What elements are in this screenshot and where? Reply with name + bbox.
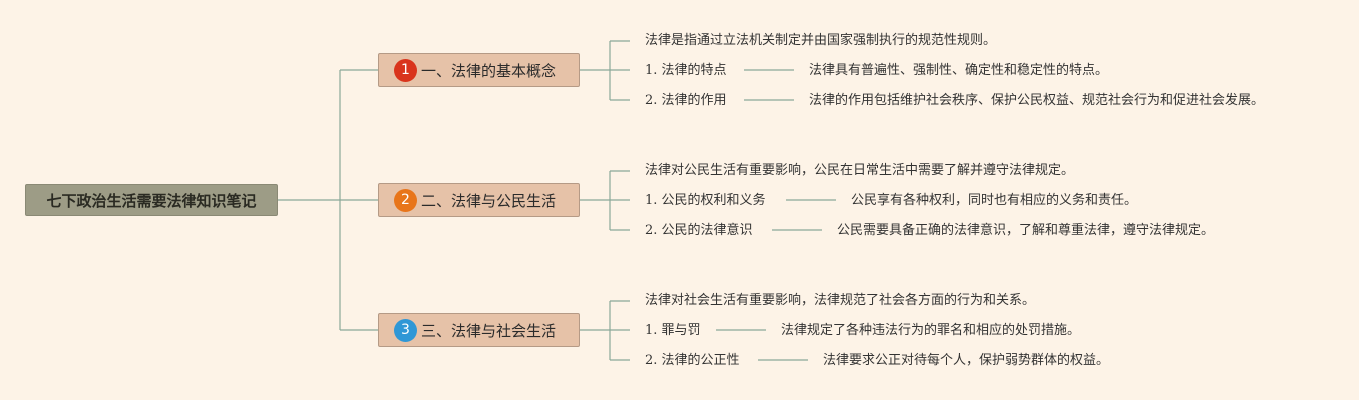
number-badge-2: 2 bbox=[394, 188, 417, 212]
branch-1-item-1-label[interactable]: 1. 法律的特点 bbox=[645, 63, 727, 78]
branch-node-1[interactable]: 1 一、法律的基本概念 bbox=[378, 53, 580, 87]
branch-2-item-2-label[interactable]: 2. 公民的法律意识 bbox=[645, 223, 753, 238]
branch-2-intro[interactable]: 法律对公民生活有重要影响，公民在日常生活中需要了解并遵守法律规定。 bbox=[645, 163, 1075, 178]
branch-2-item-1-detail[interactable]: 公民享有各种权利，同时也有相应的义务和责任。 bbox=[851, 193, 1138, 208]
branch-3-item-2-label[interactable]: 2. 法律的公正性 bbox=[645, 353, 740, 368]
branch-3-item-1-label[interactable]: 1. 罪与罚 bbox=[645, 323, 701, 338]
branch-3-item-2-detail[interactable]: 法律要求公正对待每个人，保护弱势群体的权益。 bbox=[823, 353, 1110, 368]
branch-label-2: 二、法律与公民生活 bbox=[421, 191, 557, 210]
number-badge-1: 1 bbox=[394, 58, 417, 82]
branch-3-item-1-detail[interactable]: 法律规定了各种违法行为的罪名和相应的处罚措施。 bbox=[781, 323, 1081, 338]
root-label: 七下政治生活需要法律知识笔记 bbox=[46, 191, 257, 210]
branch-node-2[interactable]: 2 二、法律与公民生活 bbox=[378, 183, 580, 217]
branch-label-3: 三、法律与社会生活 bbox=[421, 321, 557, 340]
branch-1-item-2-detail[interactable]: 法律的作用包括维护社会秩序、保护公民权益、规范社会行为和促进社会发展。 bbox=[809, 93, 1265, 108]
branch-1-item-1-detail[interactable]: 法律具有普遍性、强制性、确定性和稳定性的特点。 bbox=[809, 63, 1109, 78]
branch-node-3[interactable]: 3 三、法律与社会生活 bbox=[378, 313, 580, 347]
branch-3-intro[interactable]: 法律对社会生活有重要影响，法律规范了社会各方面的行为和关系。 bbox=[645, 293, 1036, 308]
branch-1-intro[interactable]: 法律是指通过立法机关制定并由国家强制执行的规范性规则。 bbox=[645, 33, 997, 48]
branch-label-1: 一、法律的基本概念 bbox=[421, 61, 557, 80]
number-badge-3: 3 bbox=[394, 318, 417, 342]
root-node[interactable]: 七下政治生活需要法律知识笔记 bbox=[25, 184, 278, 216]
branch-2-item-1-label[interactable]: 1. 公民的权利和义务 bbox=[645, 193, 766, 208]
branch-2-item-2-detail[interactable]: 公民需要具备正确的法律意识，了解和尊重法律，遵守法律规定。 bbox=[837, 223, 1215, 238]
branch-1-item-2-label[interactable]: 2. 法律的作用 bbox=[645, 93, 727, 108]
